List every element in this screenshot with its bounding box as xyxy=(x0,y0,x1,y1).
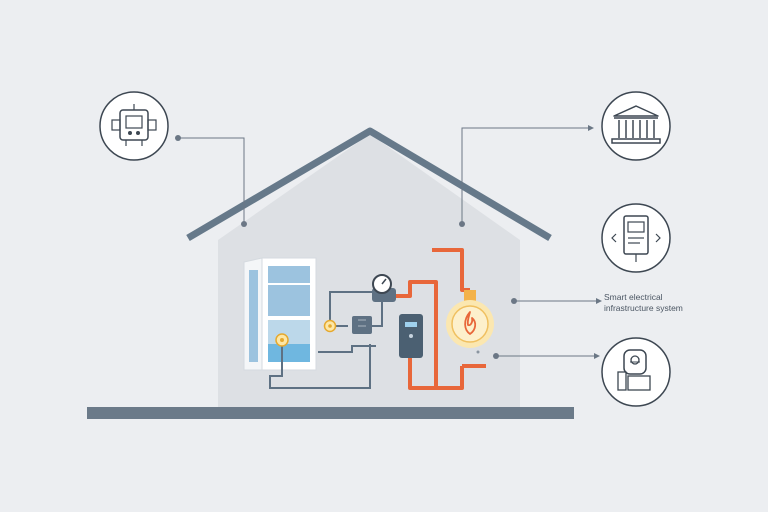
gauge-icon xyxy=(372,274,396,302)
roof xyxy=(186,127,552,242)
control-panel-icon xyxy=(601,203,671,273)
callout-label-line2: infrastructure system xyxy=(604,303,683,313)
boiler-unit xyxy=(399,314,423,358)
valve-icon xyxy=(275,333,289,347)
network-hub-icon xyxy=(99,91,169,161)
valve-icon xyxy=(323,319,337,333)
callout-label: Smart electrical infrastructure system xyxy=(604,292,683,314)
callout-lines xyxy=(178,127,596,357)
smart-lock-icon xyxy=(601,337,671,407)
window xyxy=(243,257,317,371)
ground-bar xyxy=(87,407,574,419)
callout-label-line1: Smart electrical xyxy=(604,292,663,302)
pipe-fitting xyxy=(352,316,372,334)
flame-icon xyxy=(446,290,494,354)
public-building-icon xyxy=(601,91,671,161)
